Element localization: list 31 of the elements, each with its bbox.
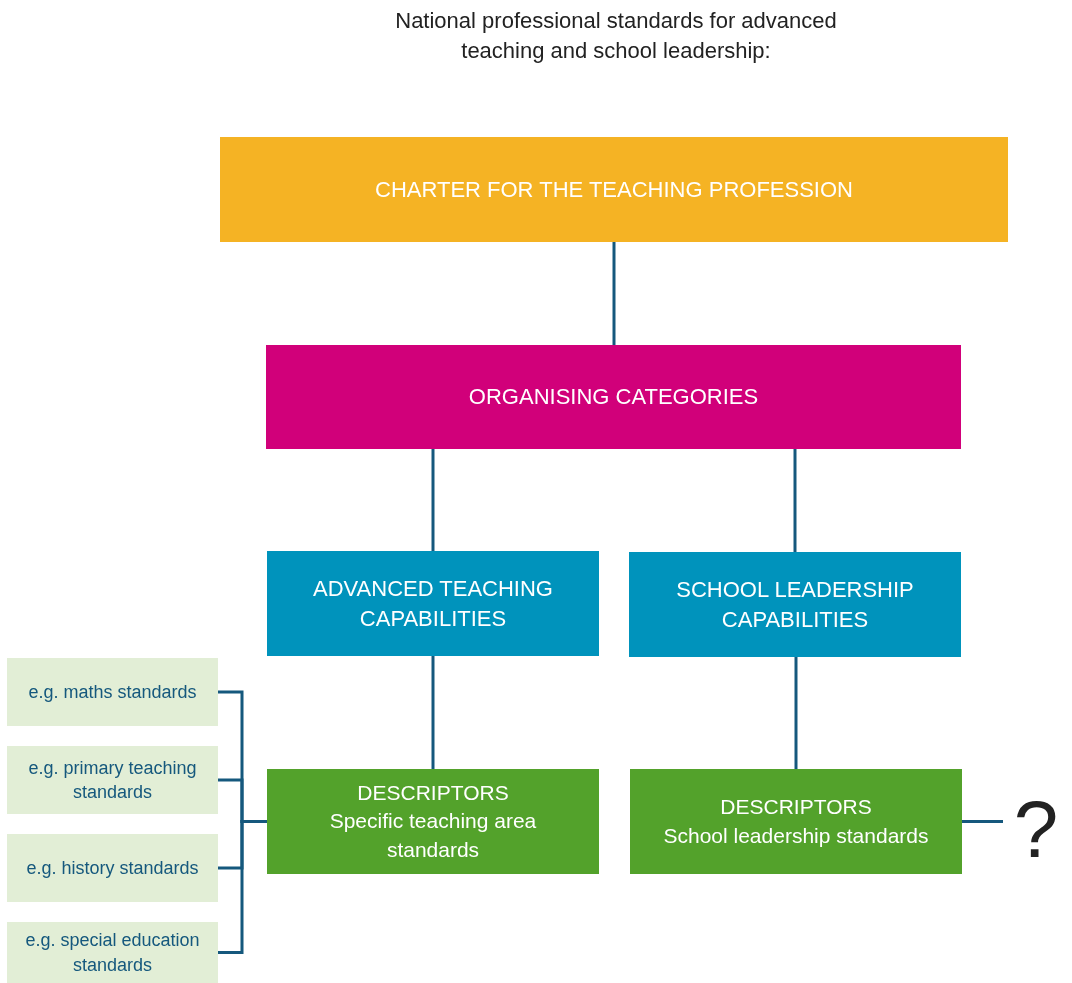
box-label: e.g. history standards [26,856,199,880]
connector-line [962,820,1003,823]
box-label: CHARTER FOR THE TEACHING PROFESSION [375,175,853,204]
box-text: School leadership standards [663,822,929,849]
title: National professional standards for advanced teaching and school leadership: [394,7,838,65]
box-label: e.g. primary teaching standards [27,756,198,804]
connector-line [431,656,435,769]
box-heading: DESCRIPTORS [720,794,872,821]
box-label: SCHOOL LEADERSHIP CAPABILITIES [675,575,915,634]
box-label: ORGANISING CATEGORIES [468,383,759,412]
category-box [220,137,1008,242]
category-box [630,769,962,874]
box-heading: DESCRIPTORS [357,780,509,806]
category-box [267,769,599,874]
connector-line [612,242,616,345]
box-label: e.g. maths standards [28,680,197,704]
example-box [7,922,218,983]
connector-line [218,820,267,954]
box-text: Specific teaching area standards [328,808,538,863]
example-box [7,746,218,814]
connector-line [431,449,435,551]
connector-line [793,449,797,552]
box-label: ADVANCED TEACHING CAPABILITIES [312,574,554,633]
connector-line [794,657,798,769]
category-box [267,551,599,656]
example-box [7,658,218,726]
box-label: e.g. special education standards [24,929,201,977]
category-box [629,552,961,657]
category-box [266,345,961,449]
example-box [7,834,218,902]
question-mark: ? [1013,790,1059,870]
